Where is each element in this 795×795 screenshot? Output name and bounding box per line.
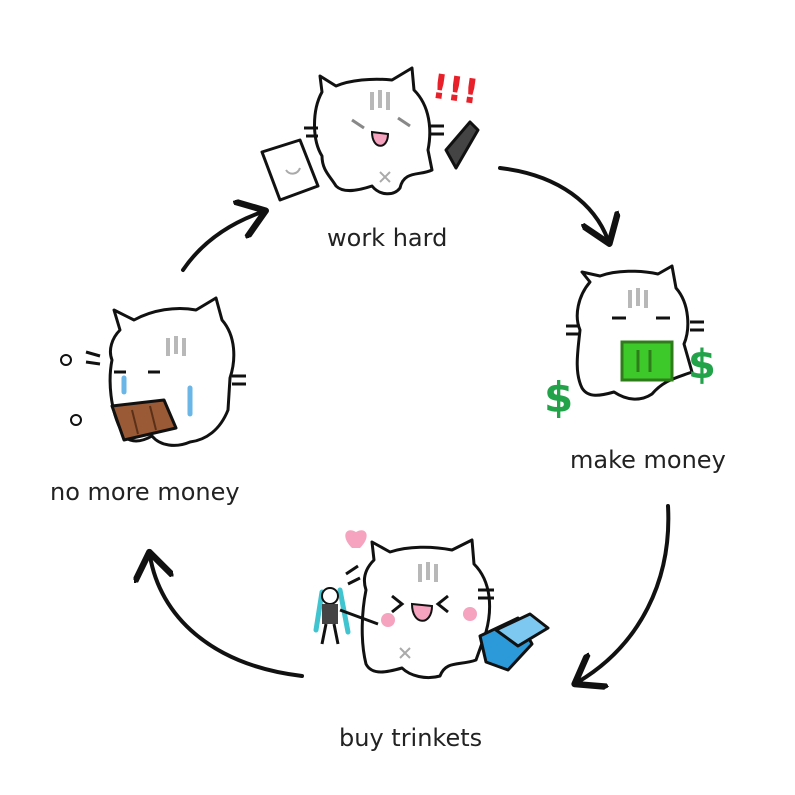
cash-icon	[620, 340, 674, 382]
dollar-icon: $	[544, 373, 573, 422]
stage-label-make-money: make money	[570, 446, 726, 474]
stage-label-work-hard: work hard	[327, 224, 448, 252]
stage-label-no-more-money: no more money	[50, 478, 240, 506]
figurine-icon	[313, 587, 379, 645]
arrow-buy-to-none	[150, 556, 304, 678]
arrow-work-to-make	[498, 166, 608, 240]
arrow-make-to-buy	[578, 504, 671, 682]
arrow-none-to-work	[181, 212, 262, 272]
exclaim-marks: !!!	[430, 67, 482, 113]
cat-shopping	[345, 538, 494, 680]
stage-label-buy-trinkets: buy trinkets	[339, 724, 483, 752]
box-icon	[478, 612, 550, 672]
tear-icon	[121, 375, 193, 417]
laptop-icon	[260, 138, 320, 202]
knife-icon	[444, 120, 480, 170]
cat-working	[304, 66, 444, 196]
heart-icon	[345, 530, 367, 548]
dollar-icon: $	[688, 342, 716, 388]
wallet-icon	[110, 398, 178, 442]
